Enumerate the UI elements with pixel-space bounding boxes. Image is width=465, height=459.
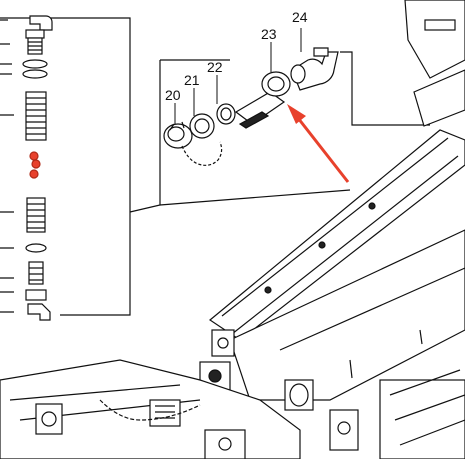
callout-22: 22 [207,59,223,75]
highlight-dot-3 [29,169,39,179]
highlight-dot-1 [29,151,39,161]
callout-21: 21 [184,72,200,88]
ball-valve [234,71,291,129]
callout-20: 20 [165,87,181,103]
lock-ring [189,113,215,139]
dust-cap [163,121,223,166]
highlight-dot-2 [31,159,41,169]
elbow-fitting [290,47,339,91]
pointer-arrow-icon [287,104,350,183]
valve-assembly-frame [129,51,430,213]
callout-leaders [174,28,302,124]
callout-24: 24 [292,9,308,25]
hose-assembly-column [0,15,131,321]
callout-23: 23 [261,26,277,42]
gasket [216,103,236,125]
